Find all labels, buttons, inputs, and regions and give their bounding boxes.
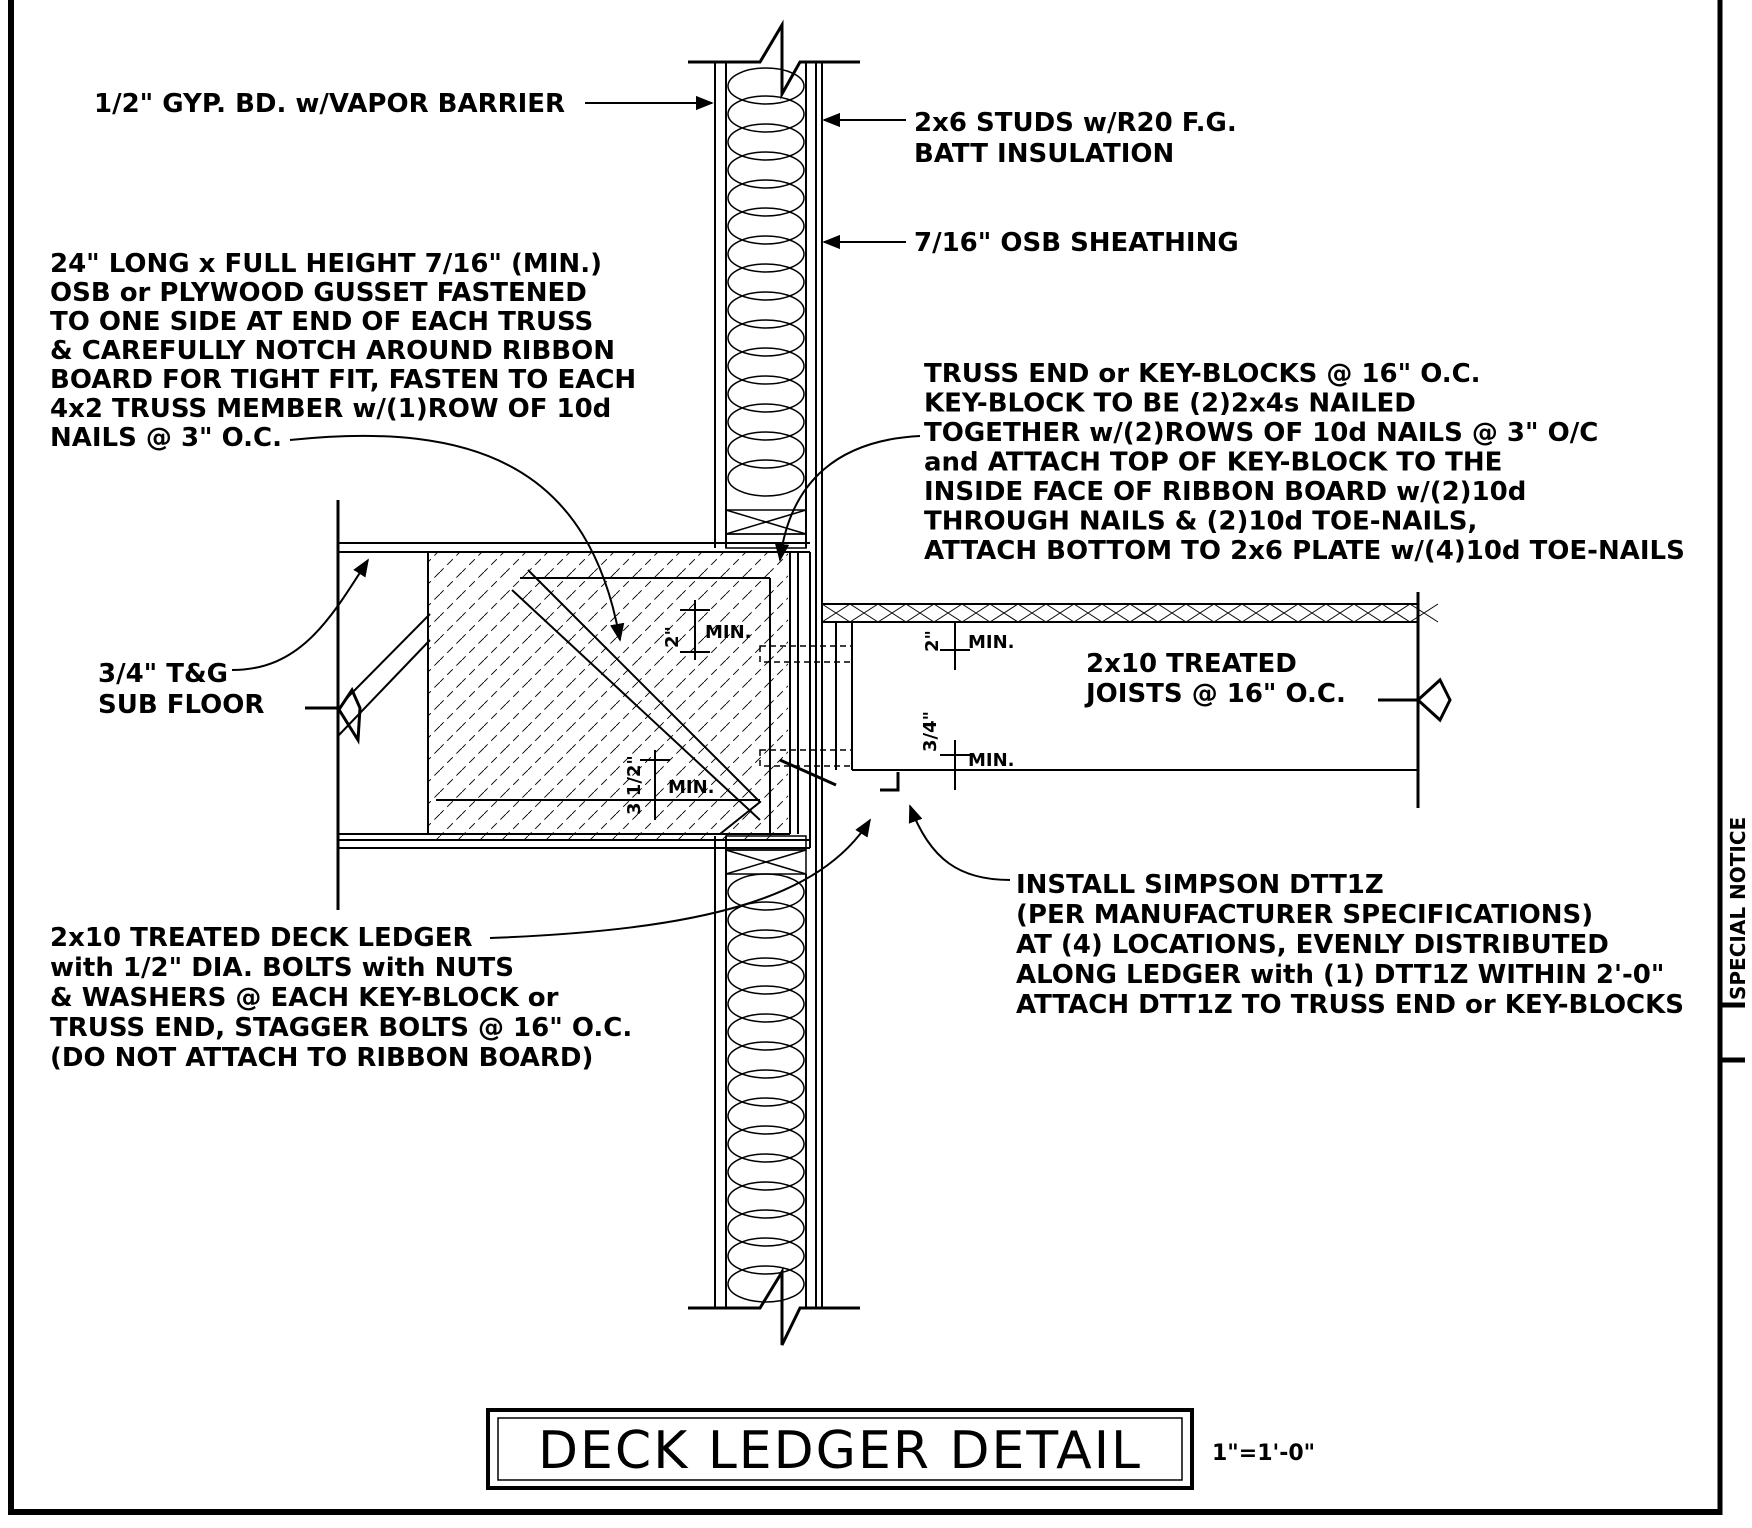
dim-label-3: 3 1/2" — [624, 755, 645, 815]
t-truss-line-4: INSIDE FACE OF RIBBON BOARD w/(2)10d — [924, 477, 1526, 507]
sheet-border — [8, 0, 1745, 1515]
label-gyp-bd: 1/2" GYP. BD. w/VAPOR BARRIER — [94, 89, 565, 119]
t-simpson-line-4: ATTACH DTT1Z TO TRUSS END or KEY-BLOCKS — [1016, 990, 1684, 1020]
t-ledger-line-1: with 1/2" DIA. BOLTS with NUTS — [50, 953, 514, 983]
label-gusset-note: 24" LONG x FULL HEIGHT 7/16" (MIN.)OSB o… — [50, 249, 636, 453]
dim-label-4-min: MIN. — [968, 750, 1015, 771]
label-studs: 2x6 STUDS w/R20 F.G. BATT INSULATION — [914, 108, 1246, 169]
dim-label-2-min: MIN. — [968, 632, 1015, 653]
t-truss-line-5: THROUGH NAILS & (2)10d TOE-NAILS, — [924, 507, 1477, 537]
t-ledger-line-3: TRUSS END, STAGGER BOLTS @ 16" O.C. — [50, 1013, 632, 1043]
t-ledger-line-4: (DO NOT ATTACH TO RIBBON BOARD) — [50, 1043, 593, 1073]
label-subfloor: 3/4" T&G SUB FLOOR — [98, 659, 264, 720]
floor-truss — [305, 500, 811, 910]
t-gusset-line-1: OSB or PLYWOOD GUSSET FASTENED — [50, 278, 587, 308]
leader-lines — [231, 95, 1011, 939]
dimension-marks — [640, 600, 970, 820]
t-truss-line-3: and ATTACH TOP OF KEY-BLOCK TO THE — [924, 448, 1502, 478]
t-gusset-line-2: TO ONE SIDE AT END OF EACH TRUSS — [50, 307, 593, 337]
t-truss-line-1: KEY-BLOCK TO BE (2)2x4s NAILED — [924, 389, 1416, 419]
label-osb-sheathing: 7/16" OSB SHEATHING — [914, 228, 1239, 258]
ledger-bolts — [759, 645, 853, 787]
label-truss-end-note: TRUSS END or KEY-BLOCKS @ 16" O.C.KEY-BL… — [924, 359, 1685, 566]
deck-joist — [821, 592, 1452, 808]
batt-insulation-upper — [727, 67, 805, 497]
label-simpson-note: INSTALL SIMPSON DTT1Z(PER MANUFACTURER S… — [1016, 870, 1684, 1020]
t-simpson-line-1: (PER MANUFACTURER SPECIFICATIONS) — [1016, 900, 1593, 930]
drawing-title: DECK LEDGER DETAIL — [538, 1421, 1142, 1481]
t-gusset-line-3: & CAREFULLY NOTCH AROUND RIBBON — [50, 336, 615, 366]
t-ledger-line-0: 2x10 TREATED DECK LEDGER — [50, 923, 473, 953]
wall-lower — [688, 836, 860, 1346]
t-gusset-line-0: 24" LONG x FULL HEIGHT 7/16" (MIN.) — [50, 249, 602, 279]
t-simpson-line-2: AT (4) LOCATIONS, EVENLY DISTRIBUTED — [1016, 930, 1609, 960]
t-gusset-line-4: BOARD FOR TIGHT FIT, FASTEN TO EACH — [50, 365, 636, 395]
t-gusset-line-5: 4x2 TRUSS MEMBER w/(1)ROW OF 10d — [50, 394, 611, 424]
dim-label-1-min: MIN. — [705, 622, 752, 643]
t-truss-line-6: ATTACH BOTTOM TO 2x6 PLATE w/(4)10d TOE-… — [924, 536, 1685, 566]
t-ledger-line-2: & WASHERS @ EACH KEY-BLOCK or — [50, 983, 559, 1013]
t-truss-line-2: TOGETHER w/(2)ROWS OF 10d NAILS @ 3" O/C — [924, 418, 1598, 448]
wall-upper — [688, 19, 860, 870]
t-simpson-line-0: INSTALL SIMPSON DTT1Z — [1016, 870, 1384, 900]
dim-label-3-min: MIN. — [668, 777, 715, 798]
batt-insulation-lower — [727, 873, 805, 1303]
title-frame — [486, 1408, 1194, 1490]
side-notice: SPECIAL NOTICE — [1726, 817, 1750, 1000]
dim-label-1: 2" — [662, 626, 683, 648]
dim-label-2: 2" — [922, 630, 943, 652]
t-gusset-line-6: NAILS @ 3" O.C. — [50, 423, 282, 453]
dim-label-4: 3/4" — [920, 711, 941, 752]
t-truss-line-0: TRUSS END or KEY-BLOCKS @ 16" O.C. — [924, 359, 1481, 389]
joist-rim-x — [821, 603, 1439, 623]
drawing-scale: 1"=1'-0" — [1212, 1441, 1315, 1466]
label-deck-joists: 2x10 TREATED JOISTS @ 16" O.C. — [1084, 649, 1346, 709]
t-simpson-line-3: ALONG LEDGER with (1) DTT1Z WITHIN 2'-0" — [1016, 960, 1664, 990]
